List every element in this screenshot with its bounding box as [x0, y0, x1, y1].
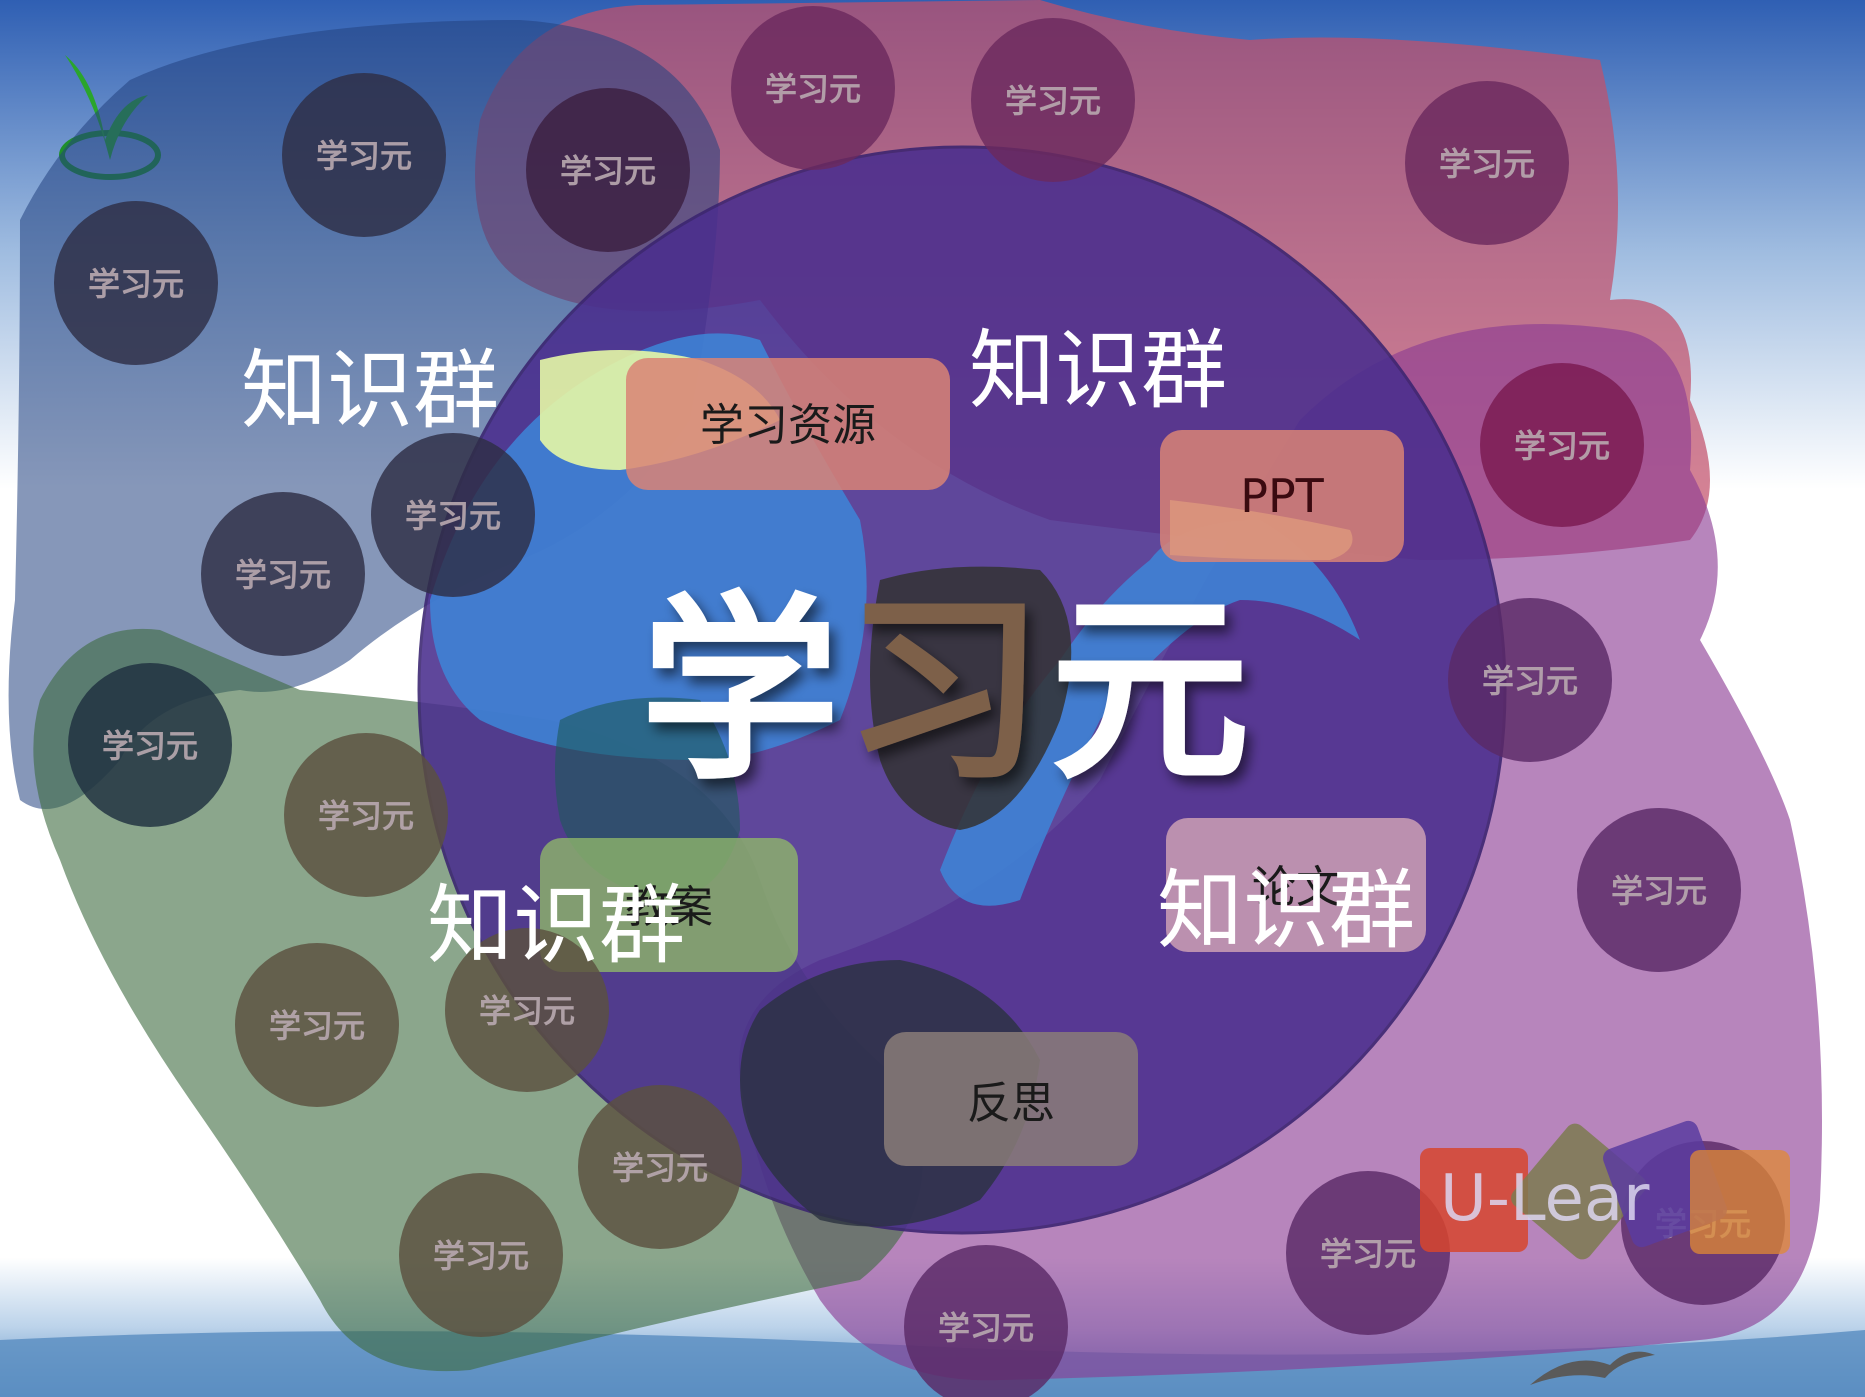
center-title: 学 习 元: [640, 575, 1250, 808]
cluster-label-bottom-right: 知识群: [1157, 861, 1415, 961]
learning-unit-label: 学习元: [1611, 872, 1707, 910]
learning-unit-circle: [1286, 1171, 1450, 1335]
learning-unit-circle: [445, 928, 609, 1092]
learning-unit-circle: [54, 201, 218, 365]
resource-ppt[interactable]: PPT: [1160, 430, 1404, 562]
learning-unit-20[interactable]: 学习元: [904, 1245, 1068, 1397]
learning-unit-12[interactable]: 学习元: [284, 733, 448, 897]
learning-unit-label: 学习元: [269, 1007, 365, 1045]
learning-unit-circle: [971, 18, 1135, 182]
learning-unit-19[interactable]: 学习元: [399, 1173, 563, 1337]
blue-petal-right: [940, 520, 1360, 906]
resource-reflection[interactable]: 反思: [884, 1032, 1138, 1166]
learning-unit-circle: [1448, 598, 1612, 762]
learning-unit-6[interactable]: 学习元: [54, 201, 218, 365]
learning-unit-circle: [235, 943, 399, 1107]
learning-unit-label: 学习元: [405, 497, 501, 535]
resource-reflection-label: 反思: [967, 1078, 1055, 1129]
cluster-label-bottom-left: 知识群: [427, 876, 685, 976]
learning-unit-8[interactable]: 学习元: [201, 492, 365, 656]
learning-unit-label: 学习元: [88, 265, 184, 303]
learning-unit-label: 学习元: [318, 797, 414, 835]
resource-paper[interactable]: 论文: [1166, 818, 1426, 952]
u-learn-logo-text: U-Lear: [1440, 1162, 1650, 1236]
learning-unit-label: 学习元: [560, 152, 656, 190]
learning-unit-label: 学习元: [1514, 427, 1610, 465]
learning-unit-circle: [201, 492, 365, 656]
learning-unit-label: 学习元: [479, 992, 575, 1030]
resource-learning-resources-label: 学习资源: [700, 400, 876, 451]
resource-lesson-plan-label: 教案: [625, 882, 713, 933]
dark-drop-center: [870, 566, 1072, 830]
learning-unit-label: 学习元: [316, 137, 412, 175]
learning-unit-label: 学习元: [612, 1149, 708, 1187]
learning-unit-1[interactable]: 学习元: [282, 73, 446, 237]
seagull-icon: [1530, 1351, 1655, 1385]
cluster-label-top-right: 知识群: [969, 321, 1227, 421]
learning-unit-14[interactable]: 学习元: [235, 943, 399, 1107]
learning-unit-circle: [399, 1173, 563, 1337]
learning-unit-circle: [282, 73, 446, 237]
learning-unit-15[interactable]: 学习元: [445, 928, 609, 1092]
learning-unit-circle: [371, 433, 535, 597]
u-learn-logo: U-Lear: [1420, 1120, 1790, 1260]
learning-unit-13[interactable]: 学习元: [1577, 808, 1741, 972]
learning-unit-9[interactable]: 学习元: [371, 433, 535, 597]
learning-unit-circle: [1577, 808, 1741, 972]
resource-ppt-label: PPT: [1240, 469, 1324, 523]
learning-unit-label: 学习元: [1005, 82, 1101, 120]
center-title-char-1: 学: [640, 575, 840, 808]
learning-unit-circle: [731, 6, 895, 170]
learning-unit-10[interactable]: 学习元: [1448, 598, 1612, 762]
resource-learning-resources[interactable]: 学习资源: [626, 358, 950, 490]
resource-lesson-plan[interactable]: 教案: [540, 838, 798, 972]
learning-unit-circle: [526, 88, 690, 252]
learning-unit-label: 学习元: [1320, 1235, 1416, 1273]
resource-paper-label: 论文: [1252, 862, 1340, 913]
learning-unit-label: 学习元: [938, 1309, 1034, 1347]
learning-unit-circle: [284, 733, 448, 897]
learning-unit-17[interactable]: 学习元: [1286, 1171, 1450, 1335]
learning-unit-16[interactable]: 学习元: [578, 1085, 742, 1249]
learning-unit-4[interactable]: 学习元: [971, 18, 1135, 182]
learning-unit-circle: [68, 663, 232, 827]
learning-unit-label: 学习元: [102, 727, 198, 765]
learning-unit-label: 学习元: [235, 556, 331, 594]
learning-unit-3[interactable]: 学习元: [731, 6, 895, 170]
learning-unit-label: 学习元: [765, 70, 861, 108]
learning-unit-2[interactable]: 学习元: [526, 88, 690, 252]
center-title-char-3: 元: [1050, 575, 1250, 808]
learning-unit-label: 学习元: [433, 1237, 529, 1275]
learning-unit-label: 学习元: [1482, 662, 1578, 700]
cluster-label-top-left: 知识群: [241, 341, 499, 441]
learning-unit-5[interactable]: 学习元: [1405, 81, 1569, 245]
learning-unit-7[interactable]: 学习元: [1480, 363, 1644, 527]
learning-unit-circle: [904, 1245, 1068, 1397]
learning-unit-11[interactable]: 学习元: [68, 663, 232, 827]
learning-unit-circle: [1405, 81, 1569, 245]
learning-unit-circle: [1480, 363, 1644, 527]
learning-unit-label: 学习元: [1439, 145, 1535, 183]
center-title-char-2: 习: [844, 575, 1044, 808]
learning-unit-circle: [578, 1085, 742, 1249]
